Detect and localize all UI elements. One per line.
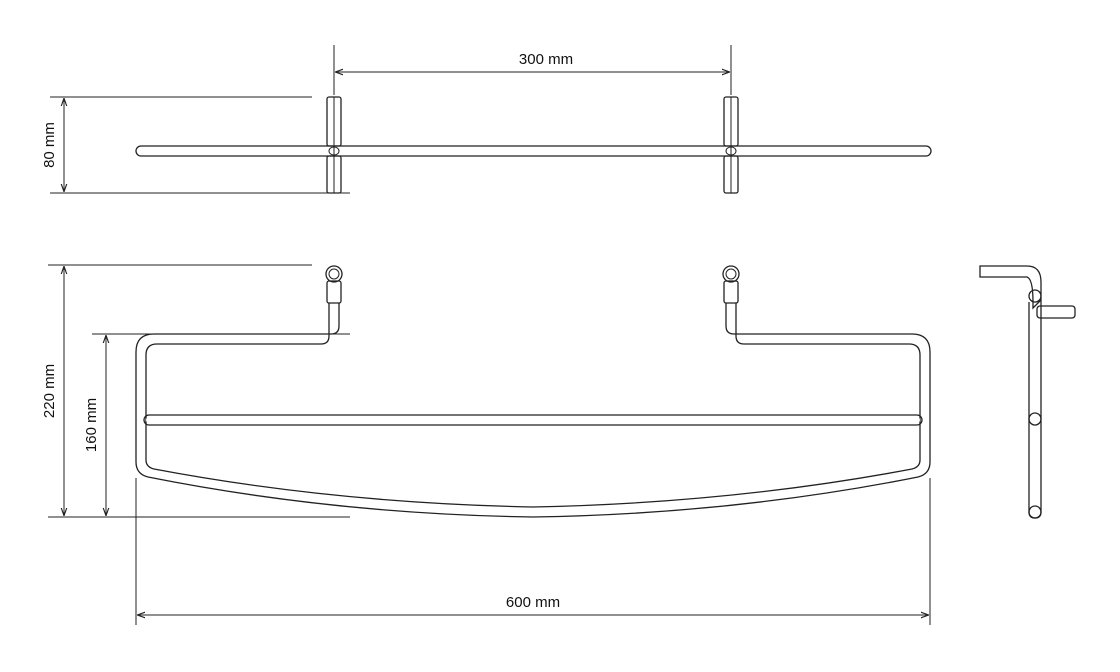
front-right-mount-cap bbox=[722, 265, 740, 283]
dim-label-80: 80 mm bbox=[41, 122, 58, 168]
top-view-bar bbox=[135, 145, 932, 157]
front-view: 220 mm 160 mm 600 mm bbox=[41, 264, 931, 625]
front-frame-outer bbox=[135, 303, 931, 518]
dim-label-220: 220 mm bbox=[41, 364, 58, 418]
side-view-joint-middle bbox=[1028, 412, 1042, 426]
front-left-mount-post bbox=[326, 280, 342, 304]
side-view bbox=[979, 265, 1076, 519]
side-view-mount bbox=[1036, 305, 1076, 319]
side-view-joint-top bbox=[1028, 289, 1042, 303]
front-right-mount-post bbox=[723, 280, 739, 304]
side-view-arm bbox=[979, 265, 1042, 310]
dim-label-160: 160 mm bbox=[83, 398, 100, 452]
top-view-left-joint bbox=[328, 146, 340, 156]
side-view-joint-bottom bbox=[1028, 505, 1042, 519]
top-view-right-joint bbox=[725, 146, 737, 156]
front-left-mount-cap bbox=[325, 265, 343, 283]
dim-label-300: 300 mm bbox=[519, 51, 573, 68]
top-view: 300 mm 80 mm bbox=[41, 45, 932, 194]
front-frame-inner bbox=[145, 303, 921, 508]
side-view-rod bbox=[1028, 300, 1042, 519]
dim-label-600: 600 mm bbox=[506, 594, 560, 611]
front-rail bbox=[143, 414, 923, 426]
